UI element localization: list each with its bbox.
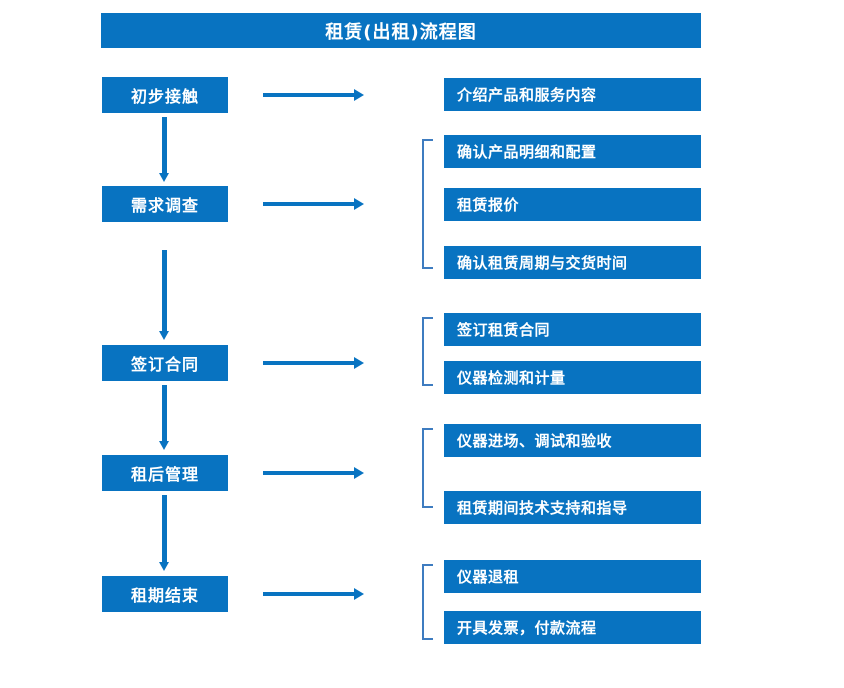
flow-arrow-down-4 (159, 495, 169, 571)
group-bracket-3 (422, 317, 433, 386)
arrow-head-icon (354, 89, 364, 101)
stage-box-2[interactable]: 需求调查 (102, 186, 228, 222)
stage-box-3[interactable]: 签订合同 (102, 345, 228, 381)
detail-box-6[interactable]: 仪器检测和计量 (444, 361, 701, 394)
detail-arrow-right-3 (263, 357, 364, 369)
detail-arrow-right-4 (263, 467, 364, 479)
group-bracket-5 (422, 564, 433, 640)
detail-box-2[interactable]: 确认产品明细和配置 (444, 135, 701, 168)
detail-box-10[interactable]: 开具发票，付款流程 (444, 611, 701, 644)
arrow-shaft (263, 471, 355, 475)
arrow-shaft (162, 250, 167, 331)
arrow-head-icon (354, 588, 364, 600)
flow-arrow-down-1 (159, 117, 169, 182)
arrow-head-icon (354, 198, 364, 210)
detail-arrow-right-2 (263, 198, 364, 210)
arrow-shaft (263, 202, 355, 206)
detail-box-4[interactable]: 确认租赁周期与交货时间 (444, 246, 701, 279)
arrow-head-icon (354, 357, 364, 369)
arrow-shaft (162, 385, 167, 441)
detail-arrow-right-1 (263, 89, 364, 101)
detail-arrow-right-5 (263, 588, 364, 600)
detail-box-7[interactable]: 仪器进场、调试和验收 (444, 424, 701, 457)
arrow-head-icon (354, 467, 364, 479)
stage-box-1[interactable]: 初步接触 (102, 77, 228, 113)
flow-arrow-down-2 (159, 250, 169, 340)
detail-box-8[interactable]: 租赁期间技术支持和指导 (444, 491, 701, 524)
arrow-head-icon (159, 331, 169, 340)
arrow-head-icon (159, 173, 169, 182)
stage-box-4[interactable]: 租后管理 (102, 455, 228, 491)
arrow-shaft (263, 93, 355, 97)
detail-box-3[interactable]: 租赁报价 (444, 188, 701, 221)
detail-box-1[interactable]: 介绍产品和服务内容 (444, 78, 701, 111)
arrow-head-icon (159, 562, 169, 571)
arrow-shaft (263, 592, 355, 596)
group-bracket-4 (422, 428, 433, 508)
group-bracket-2 (422, 139, 433, 269)
arrow-head-icon (159, 441, 169, 450)
arrow-shaft (162, 117, 167, 173)
arrow-shaft (263, 361, 355, 365)
stage-box-5[interactable]: 租期结束 (102, 576, 228, 612)
chart-title: 租赁(出租)流程图 (101, 13, 701, 48)
detail-box-5[interactable]: 签订租赁合同 (444, 313, 701, 346)
detail-box-9[interactable]: 仪器退租 (444, 560, 701, 593)
flow-arrow-down-3 (159, 385, 169, 450)
arrow-shaft (162, 495, 167, 562)
